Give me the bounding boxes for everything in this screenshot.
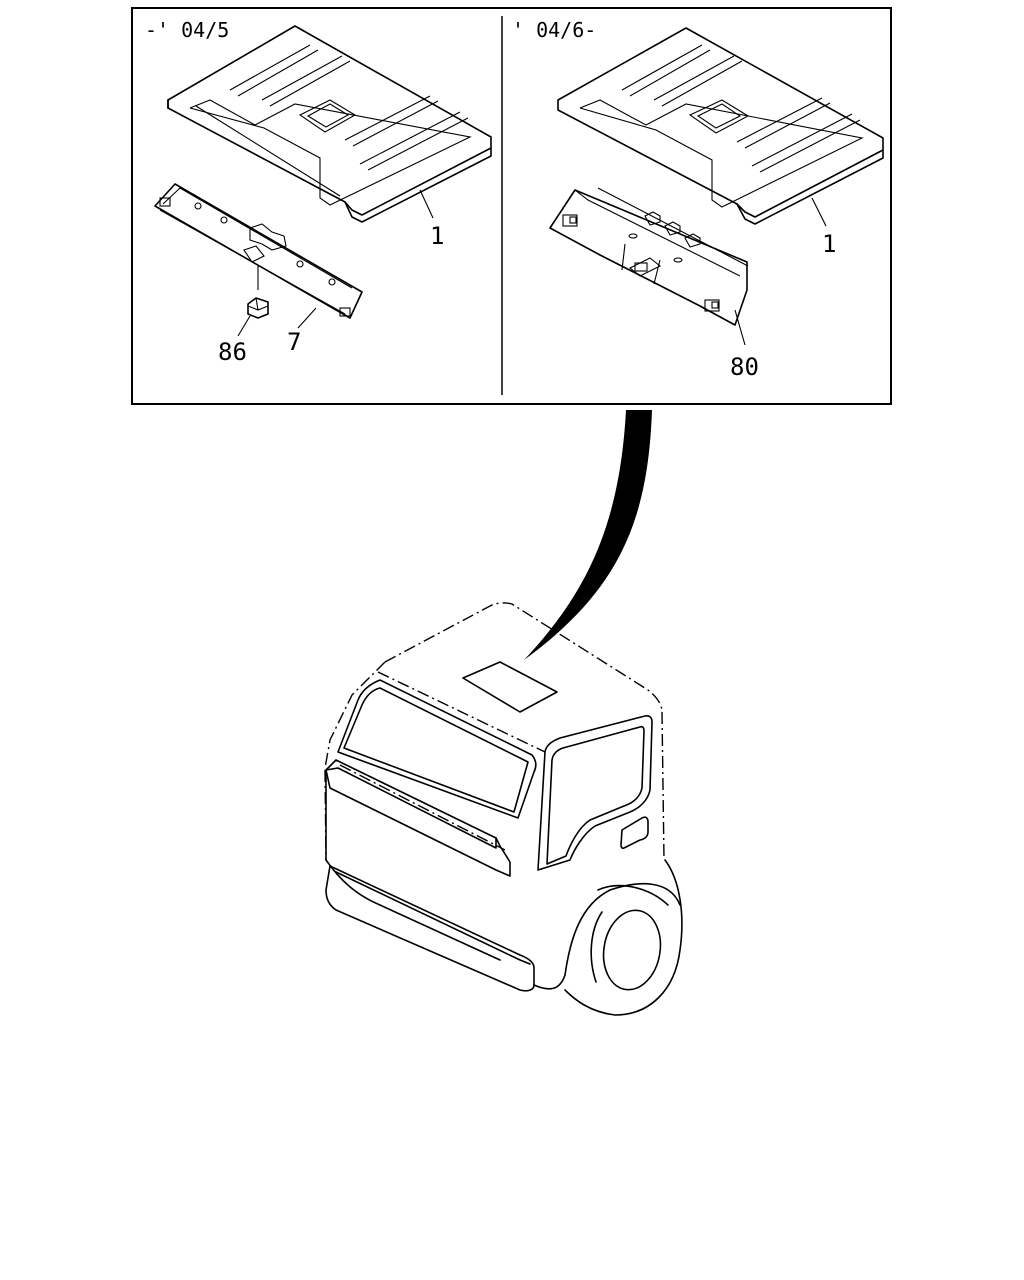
- left-period-label: -' 04/5: [145, 18, 229, 42]
- left-callout-leader-86: [237, 315, 251, 337]
- left-roof-lining-panel: [167, 25, 492, 223]
- right-callout-leader-1: [811, 197, 827, 227]
- left-callout-leader-1: [419, 189, 434, 219]
- right-callout-1: 1: [822, 230, 836, 258]
- right-callout-80: 80: [730, 353, 759, 381]
- left-callout-86: 86: [218, 338, 247, 366]
- right-front-trim-panel: [549, 187, 749, 326]
- location-pointer: [524, 410, 652, 660]
- right-callout-leader-80: [734, 309, 746, 346]
- roof-hatch-location: [462, 661, 558, 713]
- left-front-trim-panel: [154, 183, 363, 319]
- right-period-label: ' 04/6-: [512, 18, 596, 42]
- left-callout-leader-7: [297, 307, 317, 329]
- truck-cab-illustration: [324, 602, 683, 1016]
- left-clip-part: [247, 297, 269, 319]
- front-wheel: [602, 909, 662, 991]
- diagram-frame: [131, 7, 892, 405]
- right-roof-lining-panel: [557, 27, 884, 225]
- left-callout-1: 1: [430, 222, 444, 250]
- left-callout-7: 7: [287, 328, 301, 356]
